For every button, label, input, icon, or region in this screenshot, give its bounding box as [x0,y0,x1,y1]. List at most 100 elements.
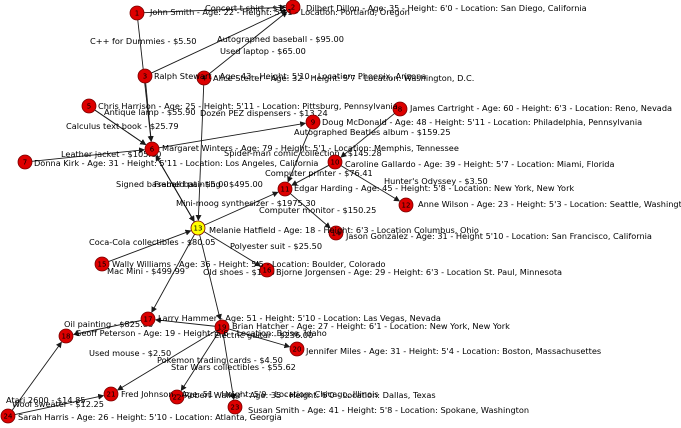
graph-node[interactable] [169,389,185,405]
graph-node[interactable] [289,341,305,357]
graph-node[interactable] [58,328,74,344]
graph-node[interactable] [196,70,212,86]
edge-24-21 [14,393,105,415]
node-label: Fred Johnson - Age: 51 - Height: 5'9 - L… [121,389,379,399]
graph-node[interactable] [327,154,343,170]
graph-node[interactable] [81,98,97,114]
graph-node[interactable] [144,141,160,157]
node-label: Edgar Harding - Age: 45 - Height: 5'8 - … [294,183,574,193]
edge-1-2 [143,4,287,14]
node-label: Doug McDonald - Age: 48 - Height: 5'11 -… [322,117,642,127]
node-label: Jason Gonzalez - Age: 31 - Height 5'10 -… [345,231,652,241]
edge-7-6 [31,147,146,162]
node-id: 12 [402,202,411,210]
edge-15-13 [108,229,192,262]
node-id: 14 [332,230,341,238]
edge-13-19 [199,234,222,321]
edge-label: Computer monitor - $150.25 [259,205,376,215]
node-id: 7 [23,159,27,167]
edge-label: Used laptop - $65.00 [220,46,306,56]
edge-label: Oil painting - $825.00 [64,319,153,329]
graph-node[interactable] [140,311,156,327]
graph-node[interactable] [277,181,293,197]
node-id: 18 [62,333,71,341]
edge-label: Leather jacket - $105.00 [61,149,161,159]
node-label: James Cartright - Age: 60 - Height: 6'3 … [409,103,672,113]
edge-4-2 [209,11,288,74]
edge-5-6 [94,109,147,146]
edge-label: Used mouse - $2.50 [89,348,171,358]
edge-label: Mac Mini - $499.99 [107,266,185,276]
graph-node[interactable] [285,0,301,15]
node-id: 6 [150,146,155,154]
node-id: 19 [218,324,227,332]
edge-4-13 [195,84,205,222]
edge-label: Pokemon trading cards - $4.50 [157,355,283,365]
node-label: Caroline Gallardo - Age: 39 - Height: 5'… [345,159,615,169]
node-id: 24 [4,413,13,421]
node-label: Jennifer Miles - Age: 31 - Height: 5'4 -… [305,346,601,356]
node-label: Alice Stelter - Age: 32 - Height: 5'7 - … [213,73,474,83]
edge-19-21 [116,330,217,391]
edge-label: Concert t-shirt - $15.65 [205,3,301,13]
node-label: Dilbert Dillon - Age: 35 - Height: 6'0 -… [306,3,587,13]
graph-node[interactable] [0,408,16,424]
node-label: John Smith - Age: 22 - Height: 5'11 - Lo… [149,7,410,17]
node-label: Ralph Stewart - Age: 43 - Height: 5'10 -… [154,71,426,81]
graph-node[interactable] [259,262,275,278]
graph-node[interactable] [190,220,206,236]
graph-node[interactable] [398,197,414,213]
node-label: Geoff Peterson - Age: 19 - Height: 5'6 -… [75,328,327,338]
node-label: Robert Walker - Age: 35 - Height: 6'0 - … [184,390,436,400]
graph-node[interactable] [305,114,321,130]
edge-label: Computer printer - $76.41 [265,168,373,178]
node-label: Susan Smith - Age: 41 - Height: 5'8 - Lo… [248,405,529,415]
edge-label: Polyester suit - $25.50 [230,241,322,251]
graph-node[interactable] [392,101,408,117]
edge-label: Dozen PEZ dispensers - $13.24 [200,108,328,118]
node-id: 8 [398,106,402,114]
edge-label: Autographed Beatles album - $159.25 [294,127,451,137]
node-label: Donna Kirk - Age: 31 - Height: 5'11 - Lo… [34,158,318,168]
node-id: 22 [173,394,182,402]
node-id: 21 [107,391,116,399]
graph-node[interactable] [214,319,230,335]
node-id: 10 [331,159,340,167]
node-label: Chris Harrison - Age: 25 - Height: 5'11 … [98,101,398,111]
node-label: Sarah Harris - Age: 26 - Height: 5'10 - … [18,412,282,422]
edge-13-11 [204,191,279,226]
edge-label: Atari 2600 - $14.85 [6,395,86,405]
node-label: Bjorne Jorgensen - Age: 29 - Height: 6'3… [276,267,562,277]
node-id: 23 [231,404,240,412]
edge-13-16 [203,231,262,267]
node-id: 5 [87,103,91,111]
edge-label: Wool sweater - $12.25 [12,399,104,409]
graph-node[interactable] [103,386,119,402]
edge-10-11 [291,164,330,186]
edge-label: Spider-man comic collection - $145.28 [224,148,382,158]
node-id: 4 [202,75,207,83]
edge-label: Autographed baseball - $95.00 [217,34,344,44]
edge-19-22 [180,332,219,392]
node-id: 15 [98,261,107,269]
edge-3-6 [145,82,154,143]
edge-label: Coca-Cola collectibles - $80.05 [89,237,216,247]
edge-19-23 [222,333,236,401]
node-id: 1 [135,10,139,18]
edge-13-17 [151,233,196,313]
edge-label: Calculus text book - $25.79 [66,121,179,131]
edge-13-6 [155,155,195,223]
edge-label: Electric guitar - $236.00 [214,330,313,340]
graph-node[interactable] [129,5,145,21]
edge-6-9 [158,121,307,149]
graph-node[interactable] [227,399,243,415]
graph-node[interactable] [328,225,344,241]
edge-label: Framed painting - $495.00 [154,179,263,189]
edge-8-10 [340,113,395,158]
graph-node[interactable] [137,68,153,84]
graph-node[interactable] [17,154,33,170]
node-id: 16 [263,267,272,275]
graph-node[interactable] [94,256,110,272]
